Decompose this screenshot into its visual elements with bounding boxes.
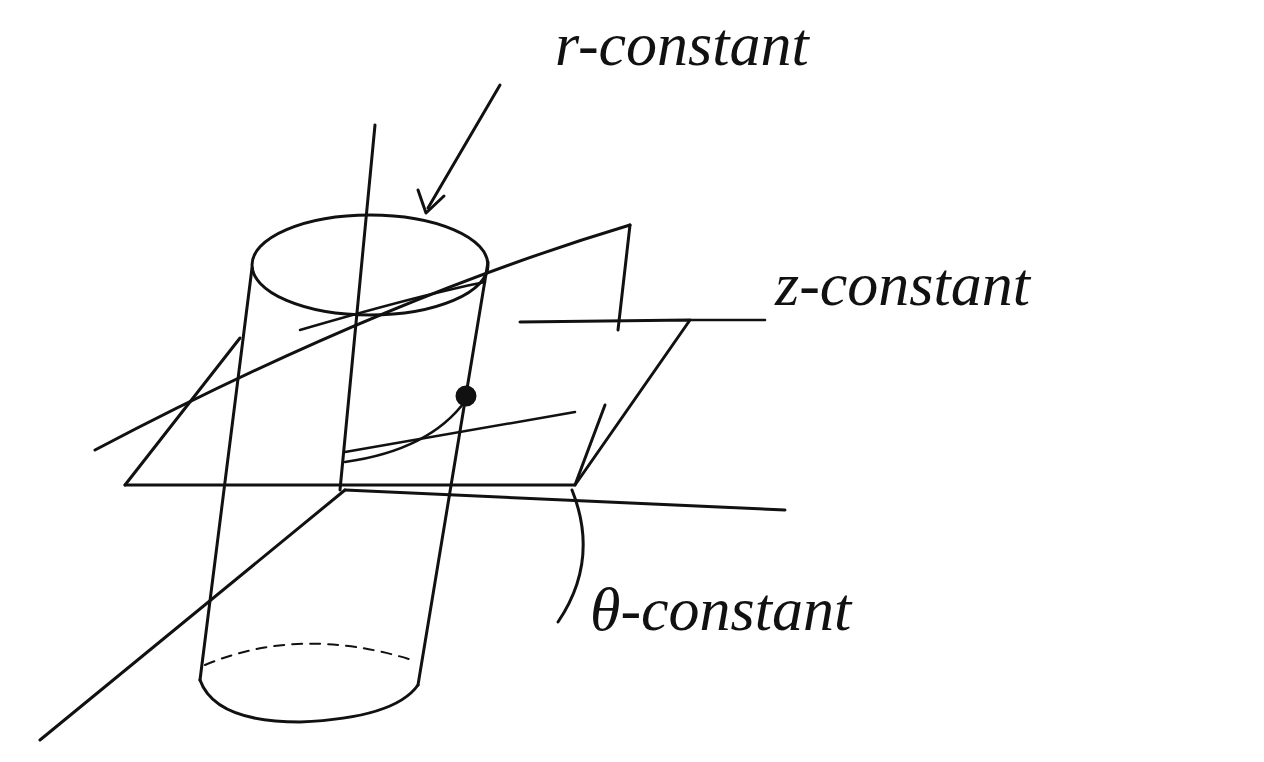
surface-label: r-constant: [555, 10, 809, 78]
arrow-head: [418, 190, 444, 213]
z-plane: [125, 338, 240, 485]
surface-label: θ-constant: [590, 575, 851, 643]
theta-plane-floor: [345, 412, 575, 452]
cylinder-side: [200, 268, 252, 680]
x-axis: [40, 490, 345, 740]
angle-arc: [345, 400, 466, 462]
z-axis: [340, 125, 375, 490]
y-axis: [345, 490, 785, 510]
leader-line: [690, 319, 765, 322]
cylinder-bottom-back: [205, 644, 412, 665]
cylinder-top: [252, 215, 488, 315]
point: [457, 387, 475, 405]
cylinder-intersection: [300, 282, 485, 330]
leader-arrow: [428, 85, 500, 208]
z-plane: [125, 320, 690, 485]
theta-plane-edge: [575, 405, 605, 485]
cylinder-bottom: [200, 680, 418, 722]
theta-plane-edge: [618, 225, 630, 330]
leader-line: [558, 490, 583, 622]
cylinder-side: [418, 262, 488, 685]
surface-label: z-constant: [775, 250, 1030, 318]
